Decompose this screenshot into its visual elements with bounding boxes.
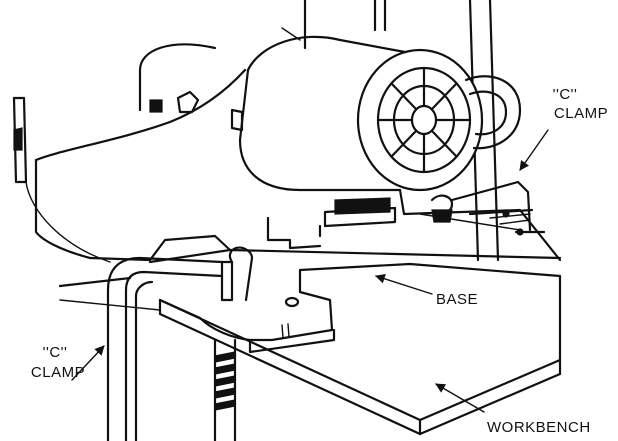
left-clamp-quote-label: ''C'' — [43, 344, 68, 361]
left-clamp-word-label: CLAMP — [31, 364, 85, 381]
motor-mount — [268, 190, 560, 260]
base-leader — [376, 276, 432, 294]
right-c-clamp — [432, 182, 544, 235]
side-switch — [14, 98, 110, 262]
machine-housing — [36, 44, 245, 260]
workbench-label: WORKBENCH — [487, 419, 591, 436]
base-label: BASE — [436, 291, 478, 308]
workbench-leader — [436, 384, 484, 412]
top-clamp-quote-label: ''C'' — [553, 86, 578, 103]
left-c-clamp — [108, 248, 252, 441]
motor — [232, 37, 520, 190]
top-clamp-word-label: CLAMP — [554, 105, 608, 122]
housing-slot-icon — [150, 100, 162, 112]
top-clamp-leader — [520, 130, 548, 170]
